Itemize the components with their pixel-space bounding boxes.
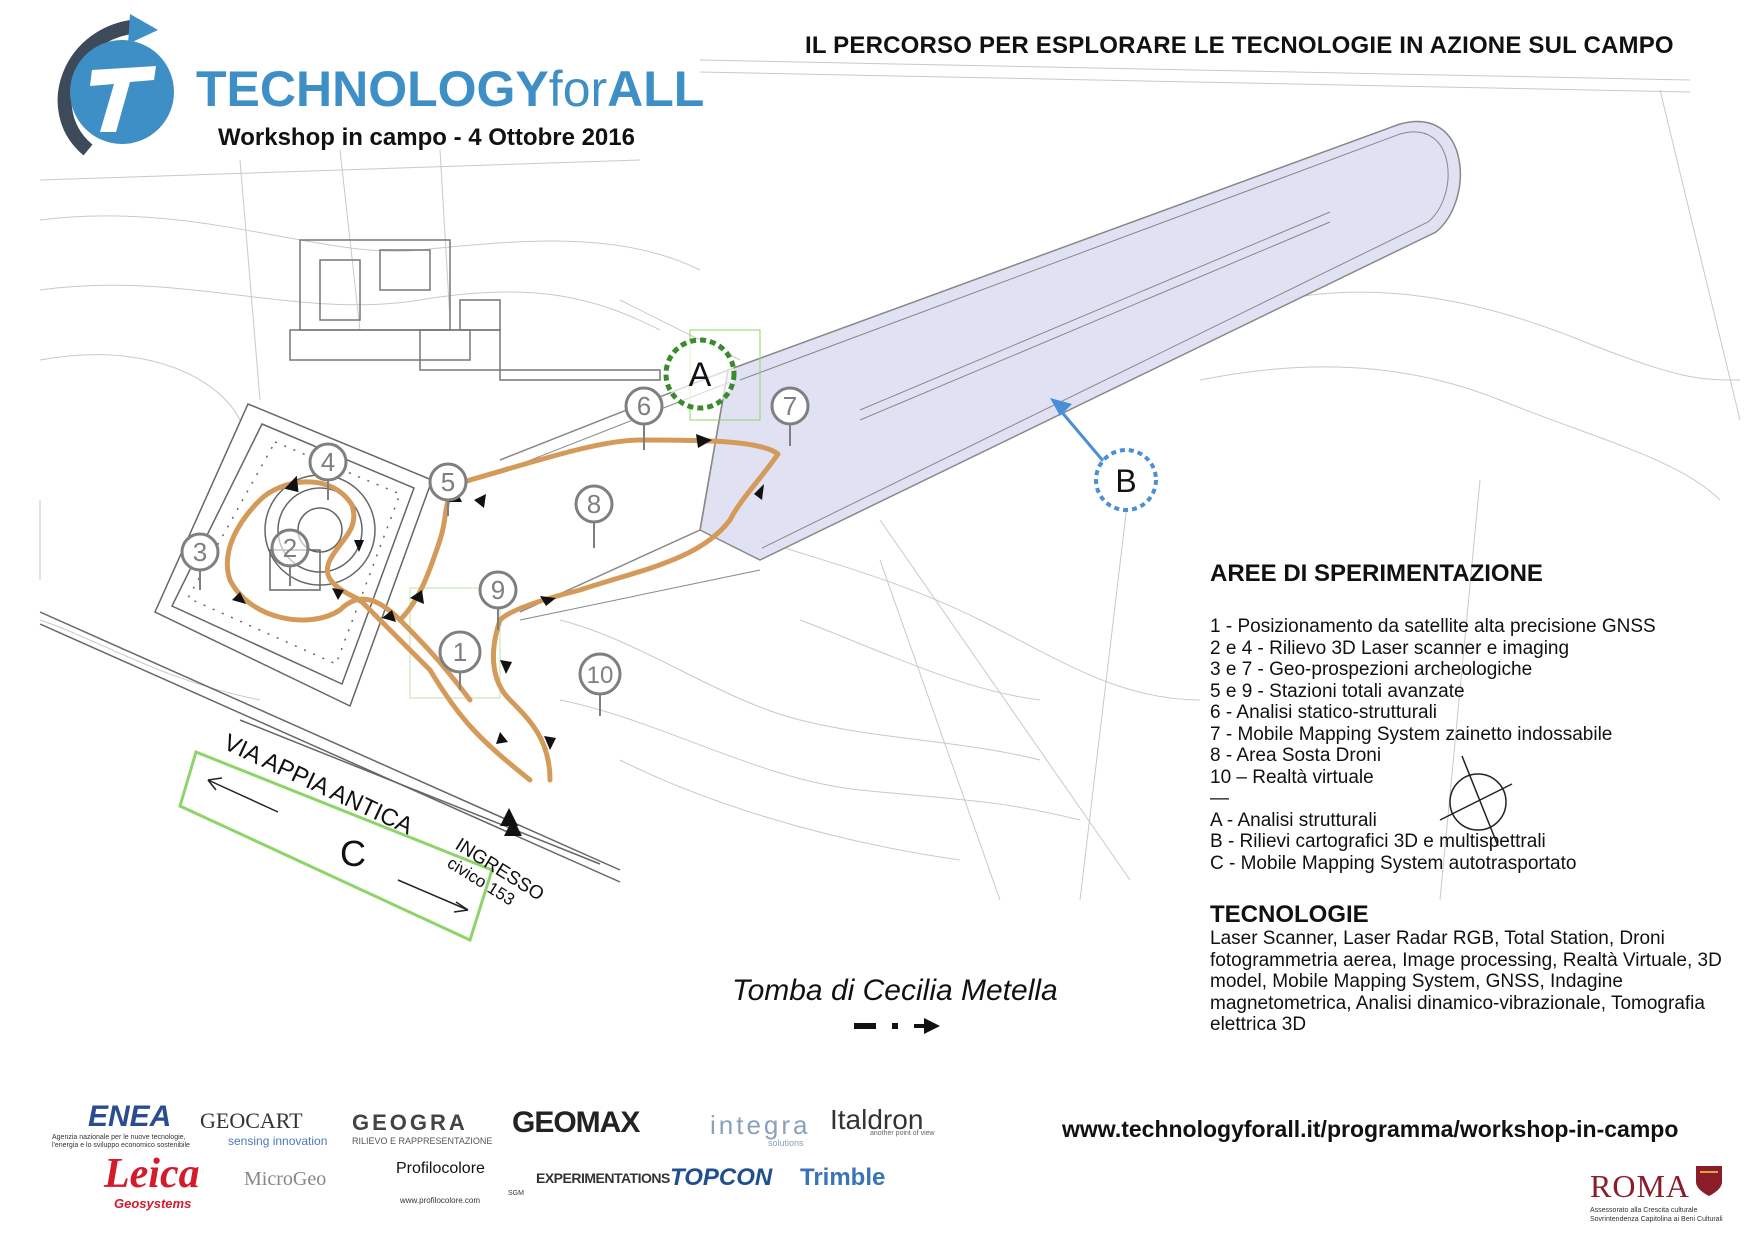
legend-title: AREE DI SPERIMENTAZIONE [1210, 560, 1543, 587]
svg-text:9: 9 [491, 575, 505, 605]
svg-text:3: 3 [193, 537, 207, 567]
marker-8: 8 [574, 484, 614, 548]
brand-for: for [548, 61, 608, 117]
svg-text:6: 6 [637, 391, 651, 421]
marker-1: 1 [438, 630, 482, 690]
svg-text:2: 2 [283, 533, 297, 563]
profilocolore-logo: Profilocolore [396, 1160, 485, 1177]
via-appia-road [39, 611, 621, 883]
svg-text:7: 7 [783, 391, 797, 421]
sgm-logo: SGM [508, 1190, 524, 1197]
technologies-section: TECNOLOGIE Laser Scanner, Laser Radar RG… [1210, 902, 1730, 1036]
dashed-route-icon [854, 1018, 940, 1034]
italdron-logo: Italdron [830, 1104, 924, 1135]
trimble-logo: Trimble [800, 1164, 886, 1191]
experimentations-logo: EXPERIMENTATIONS [536, 1170, 670, 1186]
area-b-pointer [1050, 398, 1106, 463]
legend-item: 6 - Analisi statico-strutturali [1210, 702, 1438, 723]
legend-item: 10 – Realtà virtuale [1210, 766, 1374, 788]
legend-list: 1 - Posizionamento da satellite alta pre… [1210, 616, 1730, 874]
area-c-label: C [340, 833, 366, 874]
area-b-marker: B [1094, 448, 1158, 512]
geocart-logo: GEOCART [200, 1108, 303, 1133]
marker-6: 6 [624, 386, 664, 450]
area-a-marker: A [663, 337, 737, 411]
legend-area-item: C - Mobile Mapping System autotrasportat… [1210, 852, 1577, 874]
enea-tagline: Agenzia nazionale per le nuove tecnologi… [52, 1134, 190, 1149]
legend-item: 5 e 9 - Stazioni totali avanzate [1210, 680, 1465, 702]
roma-logo: ROMA [1590, 1168, 1691, 1204]
svg-text:4: 4 [321, 447, 335, 477]
area-1-boundary [409, 587, 501, 699]
roma-shield-icon [1696, 1166, 1722, 1196]
route-path [224, 437, 781, 783]
integra-tagline: solutions [768, 1138, 804, 1148]
buildings [289, 239, 661, 381]
leica-logo: Leica [104, 1151, 200, 1197]
marker-5: 5 [428, 462, 468, 516]
svg-text:A: A [689, 356, 712, 394]
geogra-logo: GEOGRA [352, 1110, 468, 1135]
marker-9: 9 [478, 570, 518, 630]
topcon-logo: TOPCON [670, 1164, 773, 1191]
route-title: IL PERCORSO PER ESPLORARE LE TECNOLOGIE … [805, 32, 1674, 59]
legend-area-item: B - Rilievi cartografici 3D e multispett… [1210, 831, 1546, 852]
legend-item: 8 - Area Sosta Droni [1210, 745, 1382, 766]
technologies-title: TECNOLOGIE [1210, 901, 1369, 928]
area-c [178, 749, 494, 943]
svg-text:1: 1 [453, 637, 467, 667]
marker-4: 4 [308, 442, 348, 500]
legend-item: 7 - Mobile Mapping System zainetto indos… [1210, 723, 1613, 745]
brand-title: TECHNOLOGYforALL [196, 60, 704, 118]
legend: AREE DI SPERIMENTAZIONE 1 - Posizionamen… [1210, 560, 1730, 874]
marker-7: 7 [770, 386, 810, 446]
svg-text:5: 5 [441, 467, 455, 497]
integra-logo: integra [710, 1110, 811, 1140]
brand-all: ALL [607, 61, 705, 117]
contour-lines [39, 59, 1741, 901]
svg-text:10: 10 [587, 662, 614, 689]
tomb-label: Tomba di Cecilia Metella [732, 974, 1058, 1007]
legend-area-item: A - Analisi strutturali [1210, 809, 1377, 831]
workshop-subtitle: Workshop in campo - 4 Ottobre 2016 [218, 124, 635, 151]
marker-10: 10 [578, 652, 622, 716]
leica-tagline: Geosystems [114, 1196, 192, 1211]
roma-tagline: Assessorato alla Crescita culturale Sovr… [1590, 1207, 1723, 1223]
marker-2: 2 [270, 528, 310, 586]
technologies-text: Laser Scanner, Laser Radar RGB, Total St… [1210, 928, 1722, 1035]
technologyforall-logo-icon [57, 14, 174, 156]
microgeo-logo: MicroGeo [244, 1168, 327, 1190]
marker-3: 3 [180, 532, 220, 590]
enea-logo: ENEA [88, 1100, 172, 1133]
website-link[interactable]: www.technologyforall.it/programma/worksh… [1062, 1116, 1679, 1142]
legend-separator: — [1210, 788, 1229, 809]
geocart-tagline: sensing innovation [228, 1134, 328, 1148]
svg-text:B: B [1115, 463, 1136, 499]
italdron-tagline: another point of view [870, 1130, 935, 1137]
legend-item: 1 - Posizionamento da satellite alta pre… [1210, 616, 1656, 637]
circus-area-b [499, 120, 1462, 621]
geomax-logo: GEOMAX [512, 1106, 640, 1139]
compass-rose [1439, 755, 1513, 847]
svg-text:8: 8 [587, 489, 601, 519]
legend-item: 3 e 7 - Geo-prospezioni archeologiche [1210, 659, 1533, 680]
legend-item: 2 e 4 - Rilievo 3D Laser scanner e imagi… [1210, 637, 1570, 659]
brand-main: TECHNOLOGY [196, 61, 549, 117]
entrance-arrow [504, 818, 522, 836]
geogra-tagline: RILIEVO E RAPPRESENTAZIONE [352, 1136, 493, 1146]
profilocolore-url: www.profilocolore.com [400, 1196, 481, 1205]
